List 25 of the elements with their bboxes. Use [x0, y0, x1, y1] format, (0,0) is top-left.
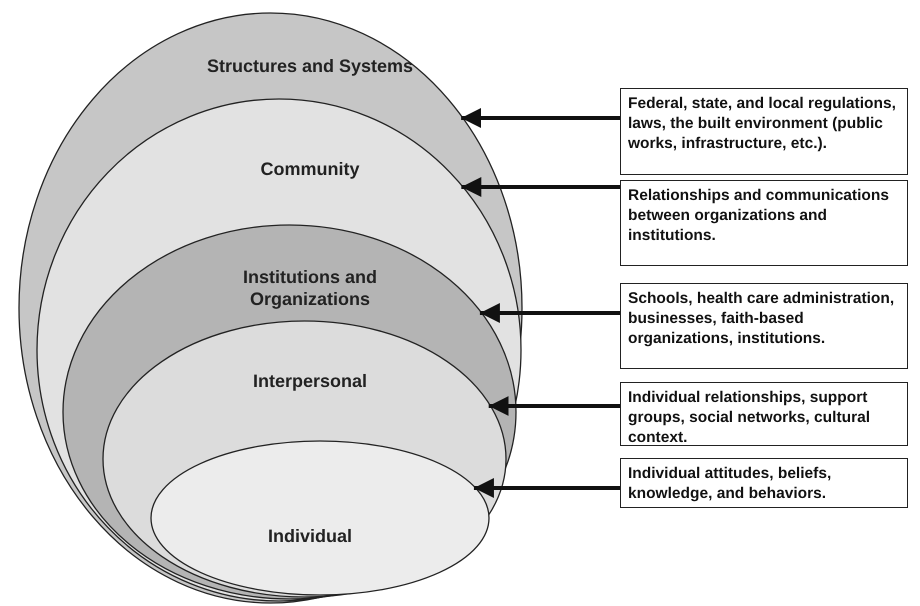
- description-text: Schools, health care administration, businesses, faith-based organizations, institutions.: [628, 289, 896, 349]
- description-box: [620, 180, 908, 266]
- layer-ellipse: [150, 440, 490, 596]
- layer-ellipse: [102, 320, 507, 598]
- layer-label: Interpersonal: [252, 370, 368, 392]
- description-text: Individual relationships, support groups, social networks, cultural context.: [628, 388, 872, 448]
- layer-ellipse: [62, 224, 517, 600]
- arrow: [461, 108, 620, 128]
- arrow: [461, 177, 620, 197]
- arrow: [480, 303, 620, 323]
- description-text: Federal, state, and local regulations, laws, the built environment (public works, infrastructure, etc.).: [628, 94, 897, 154]
- description-text: Relationships and communications between organizations and institutions.: [628, 186, 890, 246]
- description-text: Individual attitudes, beliefs, knowledge, and behaviors.: [628, 464, 832, 504]
- layer-ellipse: [18, 12, 523, 604]
- layer-label: Community: [260, 158, 360, 180]
- description-box: [620, 382, 908, 446]
- arrow: [488, 396, 620, 416]
- layer-label: Structures and Systems: [206, 55, 414, 77]
- description-box: [620, 88, 908, 175]
- layer-label: Institutions and Organizations: [242, 266, 378, 310]
- layer-ellipse: [36, 98, 522, 602]
- description-box: [620, 283, 908, 369]
- arrow: [474, 478, 620, 498]
- description-box: [620, 458, 908, 508]
- layer-label: Individual: [266, 525, 353, 547]
